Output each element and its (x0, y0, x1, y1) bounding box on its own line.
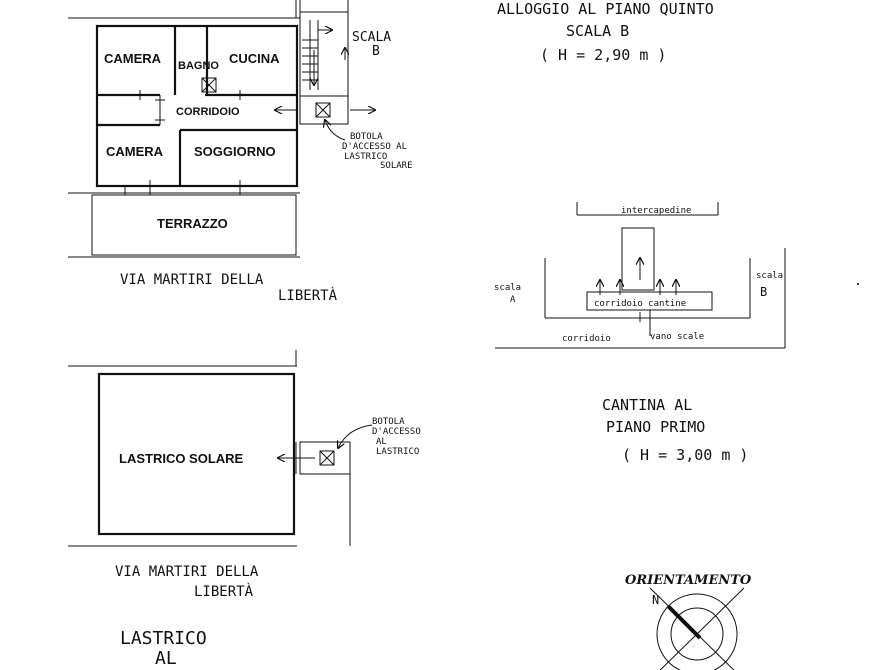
cantina-scala-b-2: B (760, 285, 767, 299)
stair-label-b: B (372, 44, 380, 59)
cantina-title-2: PIANO PRIMO (606, 418, 705, 436)
room-labels: CAMERA BAGNO CUCINA CORRIDOIO CAMERA SOG… (104, 51, 280, 231)
roof-botola-line-4: LASTRICO (376, 447, 419, 457)
cantina-scala-a-1: scala (494, 283, 521, 293)
cantina-corridoio: corridoio (562, 334, 611, 344)
room-cucina: CUCINA (229, 51, 280, 66)
roof-botola-line-2: D'ACCESSO (372, 427, 421, 437)
cantina-scala-b-1: scala (756, 271, 783, 281)
street-name-top-1: VIA MARTIRI DELLA (120, 272, 264, 288)
botola-line-1: BOTOLA (350, 132, 383, 142)
room-camera-1: CAMERA (104, 51, 162, 66)
apartment-title-1: ALLOGGIO AL PIANO QUINTO (497, 0, 714, 18)
north-mark: N (652, 593, 659, 607)
roof-botola-line-3: AL (376, 437, 387, 447)
botola-note-roof: BOTOLA D'ACCESSO AL LASTRICO (372, 417, 421, 457)
botola-line-2: D'ACCESSO AL (342, 142, 407, 152)
botola-note-top: BOTOLA D'ACCESSO AL LASTRICO SOLARE (342, 132, 413, 171)
botola-line-4: SOLARE (380, 161, 413, 171)
cantina-scala-a-2: A (510, 295, 516, 305)
apartment-title-3: ( H = 2,90 m ) (540, 46, 666, 64)
cantina-corridoio-cantine: corridoio cantine (594, 299, 686, 309)
room-terrazzo: TERRAZZO (157, 216, 228, 231)
roof-botola-line-1: BOTOLA (372, 417, 405, 427)
roof-title-2: AL (155, 648, 177, 669)
street-name-roof-2: LIBERTÀ (194, 583, 254, 600)
cantina-vano-scale: vano scale (650, 332, 704, 342)
orientation-label: ORIENTAMENTO (625, 573, 752, 588)
cantina-plan (495, 202, 786, 349)
cantina-intercapedine: intercapedine (621, 206, 691, 216)
compass-rose (649, 587, 745, 670)
cantina-title-1: CANTINA AL (602, 396, 692, 414)
cantina-title: CANTINA AL PIANO PRIMO ( H = 3,00 m ) (602, 396, 748, 464)
roof-title: LASTRICO AL (120, 628, 207, 669)
apartment-title: ALLOGGIO AL PIANO QUINTO SCALA B ( H = 2… (497, 0, 714, 64)
apartment-plan (68, 0, 375, 258)
roof-lastrico-label: LASTRICO SOLARE (119, 451, 244, 466)
apartment-title-2: SCALA B (566, 22, 629, 40)
botola-line-3: LASTRICO (344, 152, 387, 162)
room-bagno: BAGNO (178, 60, 219, 72)
roof-title-1: LASTRICO (120, 628, 207, 649)
stair-label-scala: SCALA (352, 30, 391, 45)
room-soggiorno: SOGGIORNO (194, 144, 276, 159)
street-name-roof-1: VIA MARTIRI DELLA (115, 564, 259, 580)
roof-plan (68, 350, 373, 547)
cantina-title-3: ( H = 3,00 m ) (622, 446, 748, 464)
room-camera-2: CAMERA (106, 144, 164, 159)
street-name-top-2: LIBERTÀ (278, 287, 338, 304)
room-corridoio: CORRIDOIO (176, 106, 240, 118)
